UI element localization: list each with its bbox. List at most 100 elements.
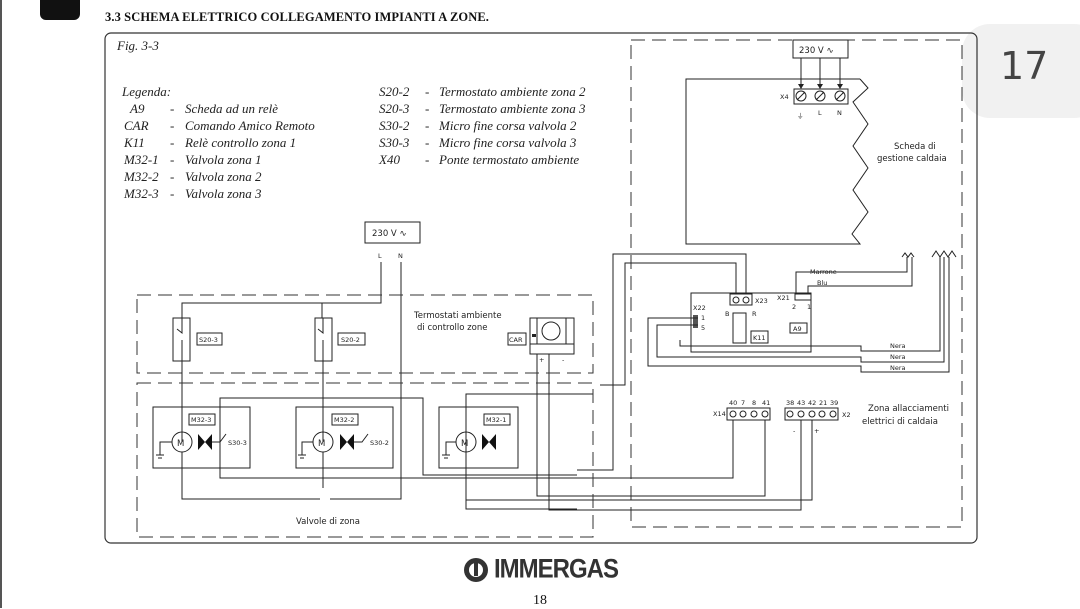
car-minus: - bbox=[562, 356, 565, 364]
r-label: R bbox=[752, 310, 757, 318]
legend-code: A9 bbox=[129, 101, 145, 116]
wire-nera-label: Nera bbox=[890, 353, 906, 361]
zone-supply-wires bbox=[181, 262, 402, 500]
x2-pin: 39 bbox=[830, 399, 838, 407]
valves-dashed-box bbox=[136, 382, 594, 538]
legend-code: S20-2 bbox=[379, 84, 410, 99]
logo-flame-icon bbox=[464, 558, 488, 582]
figure-frame bbox=[104, 32, 978, 544]
relay-feed-wires bbox=[577, 253, 747, 471]
n-label: N bbox=[837, 109, 842, 117]
zone-l-label: L bbox=[378, 252, 382, 260]
s30-3-label: S30-3 bbox=[228, 439, 247, 447]
s30-2-label: S30-2 bbox=[370, 439, 389, 447]
boiler-zone-label: elettrici di caldaia bbox=[862, 417, 938, 427]
x2-pin: 43 bbox=[797, 399, 805, 407]
legend: Legenda: A9 - Scheda ad un relè CAR - Co… bbox=[121, 84, 586, 201]
x2-plus: + bbox=[814, 427, 819, 435]
legend-desc: Micro fine corsa valvola 2 bbox=[438, 118, 577, 133]
relay-board-a9 bbox=[690, 292, 812, 353]
valve-m32-2: M32-2 M S30-2 bbox=[295, 406, 394, 469]
legend-desc: Valvola zona 1 bbox=[185, 152, 262, 167]
a9-label: A9 bbox=[793, 325, 802, 333]
x14-pin: 8 bbox=[752, 399, 756, 407]
x2-minus: - bbox=[793, 427, 796, 435]
x4-label: X4 bbox=[780, 93, 789, 101]
legend-code: CAR bbox=[124, 118, 149, 133]
s20-3-label: S20-3 bbox=[199, 336, 218, 344]
legend-dash: - bbox=[170, 118, 174, 133]
x4-terminal bbox=[793, 88, 849, 105]
legend-desc: Relè controllo zona 1 bbox=[184, 135, 296, 150]
legend-code: S30-3 bbox=[379, 135, 410, 150]
wire-nera-label: Nera bbox=[890, 364, 906, 372]
zone-wires bbox=[219, 354, 813, 511]
m32-2-label: M32-2 bbox=[334, 416, 354, 424]
x21-pin-2: 2 bbox=[792, 303, 796, 311]
legend-dash: - bbox=[425, 101, 429, 116]
legend-desc: Comando Amico Remoto bbox=[185, 118, 315, 133]
legend-desc: Termostato ambiente zona 2 bbox=[439, 84, 586, 99]
zone-n-label: N bbox=[398, 252, 403, 260]
x22-label: X22 bbox=[693, 304, 706, 312]
valve-m32-3: M32-3 M S30-3 bbox=[152, 406, 251, 469]
x14-pin: 7 bbox=[741, 399, 745, 407]
nera-wires bbox=[647, 257, 950, 373]
legend-dash: - bbox=[170, 135, 174, 150]
immergas-logo: IMMERGAS bbox=[462, 555, 619, 584]
zone-supply-box bbox=[364, 221, 421, 244]
x23-label: X23 bbox=[755, 297, 768, 305]
l-label: L bbox=[818, 109, 822, 117]
legend-dash: - bbox=[170, 152, 174, 167]
car-plus: + bbox=[539, 356, 544, 364]
motor-icon: M bbox=[177, 439, 184, 449]
legend-code: S30-2 bbox=[379, 118, 410, 133]
thermostats-dashed-box bbox=[136, 294, 594, 374]
boiler-dashed-box bbox=[630, 39, 963, 528]
x14-pin: 40 bbox=[729, 399, 737, 407]
figure-label: Fig. 3-3 bbox=[116, 38, 159, 53]
legend-code: S20-3 bbox=[379, 101, 410, 116]
section-heading: 3.3 SCHEMA ELETTRICO COLLEGAMENTO IMPIAN… bbox=[105, 10, 490, 24]
wire-marrone-label: Marrone bbox=[810, 268, 837, 276]
boiler-section: 230 V ∿ X4 ⏚ L N Scheda di gestione cald… bbox=[219, 39, 963, 528]
legend-desc: Scheda ad un relè bbox=[185, 101, 278, 116]
s20-2-label: S20-2 bbox=[341, 336, 360, 344]
x2-pin: 38 bbox=[786, 399, 794, 407]
zone-supply-label: 230 V ∿ bbox=[372, 229, 407, 239]
motor-icon: M bbox=[318, 439, 325, 449]
earth-label: ⏚ bbox=[797, 112, 804, 120]
legend-desc: Valvola zona 3 bbox=[185, 186, 262, 201]
x14-pin: 41 bbox=[762, 399, 770, 407]
legend-dash: - bbox=[425, 152, 429, 167]
boiler-board-label: gestione caldaia bbox=[877, 154, 947, 164]
supply-arrows bbox=[800, 58, 841, 86]
legend-code: X40 bbox=[378, 152, 400, 167]
boiler-board-label: Scheda di bbox=[894, 142, 936, 152]
x2-pin: 42 bbox=[808, 399, 816, 407]
thermostats-label: di controllo zone bbox=[417, 323, 487, 333]
supply-label: 230 V ∿ bbox=[799, 46, 834, 56]
x21-label: X21 bbox=[777, 294, 790, 302]
valves-label: Valvole di zona bbox=[296, 517, 360, 527]
wire-blu-label: Blu bbox=[817, 279, 827, 287]
legend-dash: - bbox=[170, 101, 174, 116]
page-number: 18 bbox=[533, 593, 547, 608]
legend-code: M32-3 bbox=[123, 186, 159, 201]
x22-pin-5: 5 bbox=[701, 324, 705, 332]
legend-code: K11 bbox=[123, 135, 145, 150]
legend-desc: Micro fine corsa valvola 3 bbox=[438, 135, 577, 150]
x21-pin-1: 1 bbox=[807, 303, 811, 311]
side-page-tab[interactable]: 17 bbox=[962, 24, 1080, 118]
page-edge bbox=[0, 0, 2, 608]
car-label: CAR bbox=[509, 336, 523, 344]
legend-dash: - bbox=[170, 186, 174, 201]
valve-m32-1: M32-1 M bbox=[438, 406, 519, 469]
legend-dash: - bbox=[170, 169, 174, 184]
thermostats-label: Termostati ambiente bbox=[413, 311, 502, 321]
legend-code: M32-1 bbox=[123, 152, 159, 167]
legend-title: Legenda: bbox=[121, 84, 171, 99]
x2-pin: 21 bbox=[819, 399, 827, 407]
legend-desc: Termostato ambiente zona 3 bbox=[439, 101, 586, 116]
